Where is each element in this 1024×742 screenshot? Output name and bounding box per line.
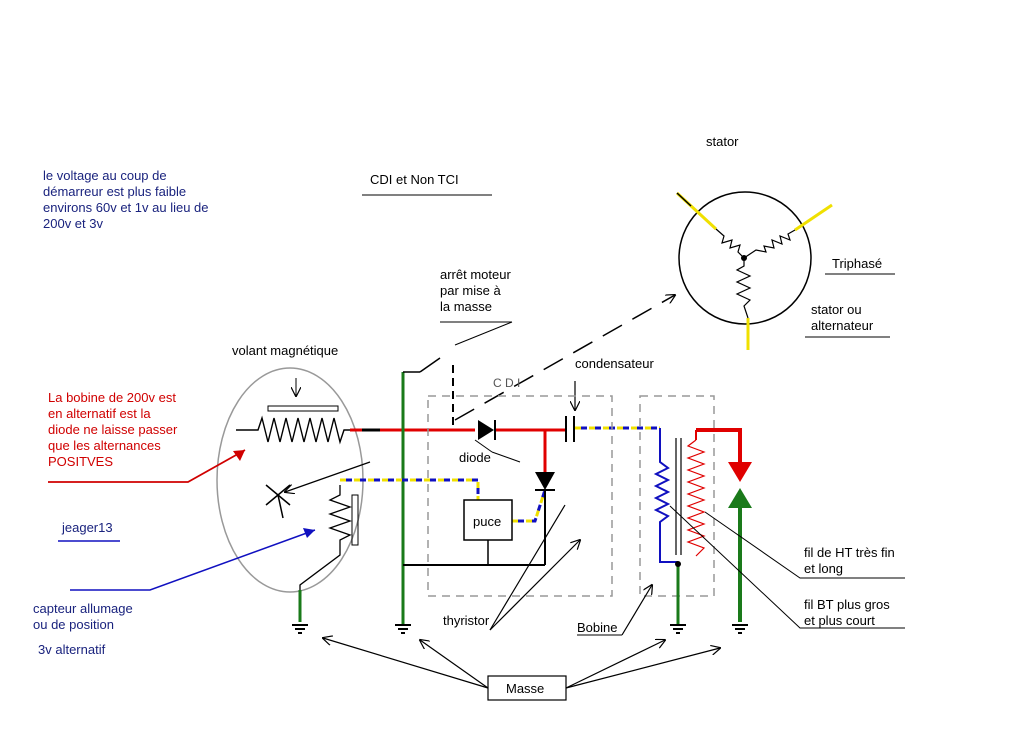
voltage-note: le voltage au coup de démarreur est plus…	[43, 168, 209, 231]
capteur-voltage: 3v alternatif	[38, 642, 106, 657]
bobine-label: Bobine	[577, 620, 618, 635]
volant-label: volant magnétique	[232, 343, 339, 358]
masse-label: Masse	[506, 681, 545, 696]
cdi-box-label: C D I	[493, 376, 521, 390]
puce-label: puce	[473, 514, 502, 529]
thyristor-symbol	[535, 430, 555, 565]
stator-arrow	[454, 295, 675, 421]
stator-symbol	[675, 191, 833, 350]
condensateur-symbol	[565, 416, 575, 442]
capteur-label: capteur allumage ou de position	[33, 601, 133, 632]
jeager-label: jeager13	[62, 520, 113, 535]
diode-label: diode	[459, 450, 491, 465]
triphase-label: Triphasé	[832, 256, 883, 271]
fil-ht-label: fil de HT très fin et long	[804, 545, 895, 576]
stator-alt-label: stator ou alternateur	[811, 302, 874, 333]
thyristor-label: thyristor	[443, 613, 490, 628]
bobine-200v-note: La bobine de 200v est en alternatif est …	[48, 390, 178, 469]
fil-bt-label: fil BT plus gros et plus court	[804, 597, 890, 628]
volant-magnetique	[216, 367, 364, 605]
condensateur-label: condensateur	[575, 356, 654, 371]
arret-moteur-label: arrêt moteur par mise à la masse	[440, 267, 511, 314]
diagram-title: CDI et Non TCI	[370, 172, 459, 187]
ground-symbols	[292, 624, 748, 634]
cdi-box	[427, 395, 613, 597]
stator-label: stator	[706, 134, 739, 149]
diode-symbol	[478, 420, 496, 440]
